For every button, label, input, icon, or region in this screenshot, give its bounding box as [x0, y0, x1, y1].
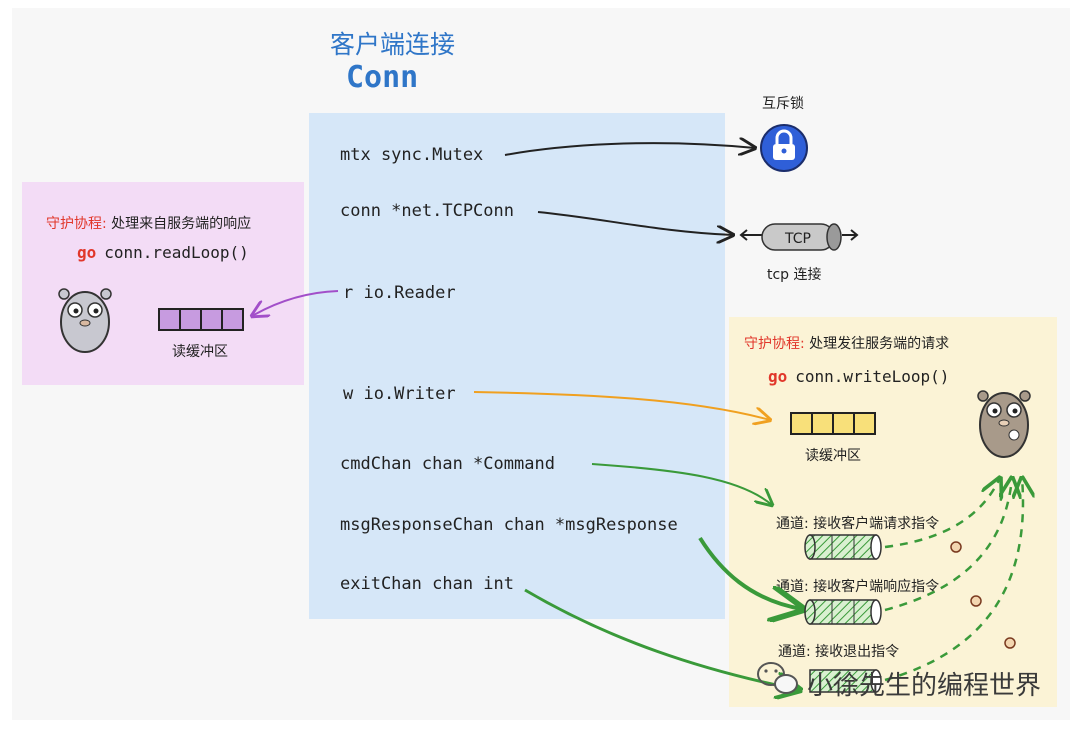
writer-arrow	[473, 391, 770, 420]
read-buffer	[158, 308, 244, 331]
reader-arrow	[252, 290, 339, 316]
channel-cmd-label: 通道: 接收客户端请求指令	[776, 516, 940, 532]
read-loop-call: go conn.readLoop()	[77, 243, 249, 262]
field-exitchan: exitChan chan int	[340, 574, 514, 594]
field-conn: conn *net.TCPConn	[340, 201, 514, 221]
field-mtx: mtx sync.Mutex	[340, 145, 484, 165]
write-buffer-label: 读缓冲区	[805, 448, 861, 464]
diagram-title: 客户端连接	[330, 30, 456, 59]
gopher-write-icon	[977, 390, 1031, 458]
read-call-text: conn.readLoop()	[104, 243, 249, 262]
field-reader: r io.Reader	[343, 283, 456, 303]
dashed-arrow-resp	[884, 478, 1012, 612]
dashed-arrow-exit	[884, 478, 1023, 682]
read-guard-prefix: 守护协程:	[46, 216, 107, 232]
write-guard-text: 处理发往服务端的请求	[804, 336, 950, 352]
read-go-keyword: go	[77, 243, 97, 262]
read-buffer-label: 读缓冲区	[172, 344, 228, 360]
read-guard-caption: 守护协程: 处理来自服务端的响应	[46, 213, 251, 233]
lock-label: 互斥锁	[762, 96, 804, 112]
tcp-pill-text: TCP	[784, 231, 811, 247]
tcp-label: tcp 连接	[767, 267, 822, 283]
wechat-logo-icon	[757, 662, 798, 694]
msgchan-arrow	[698, 536, 802, 609]
cmdchan-arrow	[591, 463, 772, 505]
write-buffer	[790, 412, 876, 435]
channel-exit-cylinder	[809, 669, 882, 693]
lock-icon	[760, 124, 808, 172]
write-guard-caption: 守护协程: 处理发往服务端的请求	[744, 333, 949, 353]
gopher-read-icon	[58, 288, 112, 353]
consumer-dot	[970, 595, 982, 607]
channel-resp-label: 通道: 接收客户端响应指令	[776, 579, 940, 595]
write-go-keyword: go	[768, 367, 788, 386]
mtx-arrow	[504, 143, 755, 155]
field-msgresponsechan: msgResponseChan chan *msgResponse	[340, 515, 678, 535]
field-writer: w io.Writer	[343, 384, 456, 404]
conn-struct-box	[309, 113, 725, 619]
write-loop-box	[729, 317, 1057, 707]
channel-exit-label: 通道: 接收退出指令	[778, 644, 900, 660]
write-call-text: conn.writeLoop()	[795, 367, 950, 386]
read-loop-box	[22, 182, 304, 385]
read-guard-text: 处理来自服务端的响应	[106, 216, 252, 232]
channel-cmd-cylinder	[804, 534, 882, 560]
consumer-dot	[1004, 637, 1016, 649]
tcp-pipe-icon	[739, 223, 859, 251]
write-guard-prefix: 守护协程:	[744, 336, 805, 352]
dashed-arrow-cmd	[884, 478, 1000, 549]
write-buffer-cell	[853, 412, 876, 435]
read-buffer-cell	[221, 308, 244, 331]
watermark-text: 小徐先生的编程世界	[807, 671, 1042, 701]
channel-resp-cylinder	[804, 599, 882, 625]
conn-arrow	[537, 211, 733, 235]
consumer-dot	[950, 541, 962, 553]
diagram-subtitle: Conn	[346, 60, 419, 95]
write-loop-call: go conn.writeLoop()	[768, 367, 949, 386]
field-cmdchan: cmdChan chan *Command	[340, 454, 555, 474]
